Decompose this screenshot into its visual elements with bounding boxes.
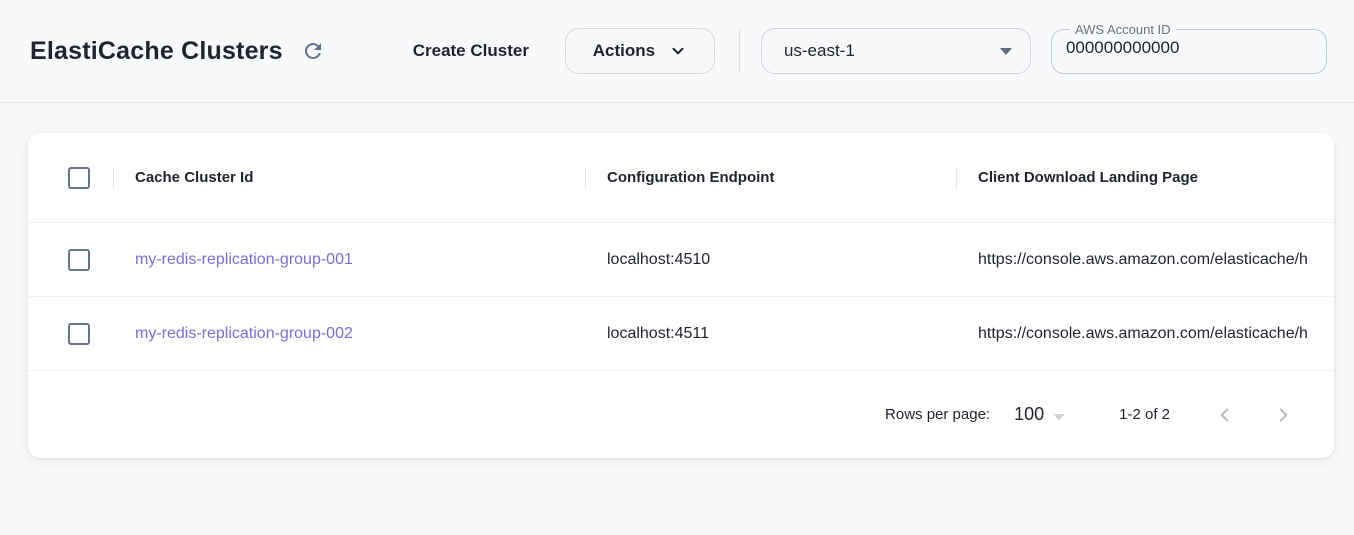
- cluster-link[interactable]: my-redis-replication-group-002: [135, 325, 353, 342]
- column-header-cache-cluster-id: Cache Cluster Id: [113, 167, 585, 189]
- header-divider: [739, 30, 740, 72]
- region-select[interactable]: us-east-1: [761, 28, 1031, 74]
- header-bar: ElastiCache Clusters Create Cluster Acti…: [0, 0, 1354, 103]
- select-all-checkbox[interactable]: [68, 167, 90, 189]
- column-header-client-download-landing-page: Client Download Landing Page: [956, 167, 1334, 189]
- table-row: my-redis-replication-group-001 localhost…: [28, 223, 1334, 297]
- row-checkbox[interactable]: [68, 249, 90, 271]
- actions-button-label: Actions: [593, 41, 655, 61]
- client-download-landing-page-cell: https://console.aws.amazon.com/elasticac…: [956, 251, 1334, 269]
- caret-down-icon: [1053, 414, 1065, 420]
- refresh-icon: [301, 39, 325, 63]
- cache-cluster-id-cell: my-redis-replication-group-001: [113, 251, 585, 269]
- column-separator: [585, 167, 586, 189]
- next-page-button[interactable]: [1270, 402, 1296, 428]
- region-select-value: us-east-1: [784, 41, 855, 61]
- aws-account-id-label: AWS Account ID: [1070, 22, 1176, 37]
- cluster-link[interactable]: my-redis-replication-group-001: [135, 251, 353, 268]
- table-row: my-redis-replication-group-002 localhost…: [28, 297, 1334, 371]
- refresh-button[interactable]: [299, 37, 327, 65]
- column-separator: [113, 167, 114, 189]
- chevron-left-icon: [1214, 404, 1236, 426]
- chevron-down-icon: [669, 42, 687, 60]
- column-separator: [956, 167, 957, 189]
- rows-per-page-label: Rows per page:: [885, 406, 990, 423]
- table-pagination: Rows per page: 100 1-2 of 2: [28, 371, 1334, 458]
- header-checkbox-cell: [28, 167, 113, 189]
- clusters-table-card: Cache Cluster Id Configuration Endpoint …: [28, 133, 1334, 458]
- client-download-landing-page-cell: https://console.aws.amazon.com/elasticac…: [956, 325, 1334, 343]
- previous-page-button[interactable]: [1212, 402, 1238, 428]
- row-checkbox-cell: [28, 249, 113, 271]
- configuration-endpoint-cell: localhost:4511: [585, 325, 956, 343]
- aws-account-id-field: AWS Account ID: [1051, 22, 1327, 74]
- cache-cluster-id-cell: my-redis-replication-group-002: [113, 325, 585, 343]
- table-header-row: Cache Cluster Id Configuration Endpoint …: [28, 133, 1334, 223]
- actions-button[interactable]: Actions: [565, 28, 715, 74]
- pagination-range-label: 1-2 of 2: [1119, 406, 1170, 423]
- caret-down-icon: [1000, 48, 1012, 55]
- page-title: ElastiCache Clusters: [30, 37, 283, 66]
- row-checkbox-cell: [28, 323, 113, 345]
- rows-per-page-select[interactable]: 100: [1014, 404, 1065, 425]
- chevron-right-icon: [1272, 404, 1294, 426]
- rows-per-page-value: 100: [1014, 404, 1044, 425]
- row-checkbox[interactable]: [68, 323, 90, 345]
- configuration-endpoint-cell: localhost:4510: [585, 251, 956, 269]
- column-header-configuration-endpoint: Configuration Endpoint: [585, 167, 956, 189]
- aws-account-id-input[interactable]: [1066, 38, 1312, 58]
- create-cluster-button[interactable]: Create Cluster: [413, 41, 529, 61]
